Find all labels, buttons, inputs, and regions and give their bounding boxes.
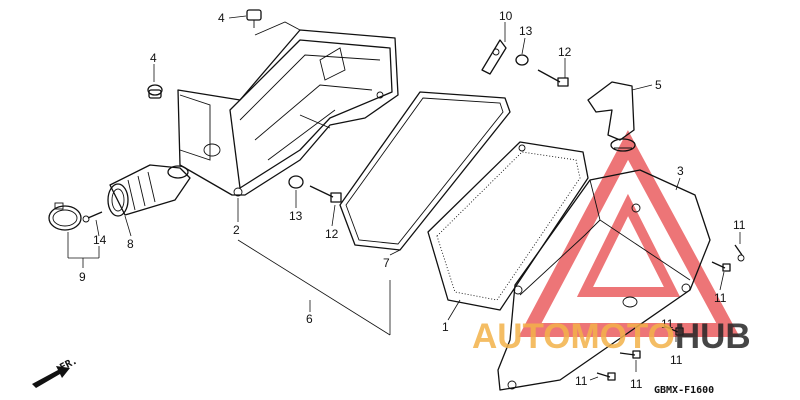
callout-1: 1 <box>442 320 449 334</box>
callout-11-c: 11 <box>670 353 683 367</box>
callout-11-d: 11 <box>630 377 643 391</box>
callout-14: 14 <box>93 233 107 247</box>
front-direction-arrow: FR. <box>32 355 79 388</box>
connecting-tube <box>107 164 191 217</box>
air-cleaner-case <box>177 21 399 197</box>
callout-5: 5 <box>655 78 662 92</box>
callout-11-e: 11 <box>575 374 588 388</box>
washer-13-lower <box>288 175 304 189</box>
callout-6: 6 <box>306 312 313 326</box>
leader-lines <box>67 15 741 381</box>
callout-11-a: 11 <box>733 218 746 232</box>
case-seal <box>339 91 511 251</box>
air-cleaner-cover <box>497 169 711 391</box>
callout-11-f: 11 <box>661 317 674 331</box>
bolt-4-left <box>147 84 163 99</box>
callout-9: 9 <box>79 270 86 284</box>
air-cleaner-element <box>427 141 589 311</box>
screw-14 <box>82 211 103 223</box>
callout-11-b: 11 <box>714 291 727 305</box>
callout-10: 10 <box>499 9 513 23</box>
callout-2: 2 <box>233 223 240 237</box>
bracket <box>481 39 507 75</box>
bolt-4-upper <box>246 9 262 28</box>
callout-12-lower: 12 <box>325 227 339 241</box>
drain-tube <box>587 81 636 152</box>
callout-4-left: 4 <box>150 51 157 65</box>
bolt-12-upper <box>537 69 569 87</box>
callout-13-lower: 13 <box>289 209 303 223</box>
callout-3: 3 <box>677 164 684 178</box>
callout-7: 7 <box>383 256 390 270</box>
direction-label: FR. <box>58 355 79 373</box>
bolt-12-lower <box>309 185 342 203</box>
watermark-triangle-logo <box>518 130 740 337</box>
callout-4-upper: 4 <box>218 11 225 25</box>
tube-band <box>48 202 82 231</box>
watermark-text-part2: HUB <box>675 317 751 356</box>
watermark-text: AUTOMOTOHUB <box>472 317 751 356</box>
callout-13-upper: 13 <box>519 24 533 38</box>
callout-12-upper: 12 <box>558 45 572 59</box>
washer-13-upper <box>515 54 529 66</box>
callout-8: 8 <box>127 237 134 251</box>
screw-11-set <box>596 244 745 381</box>
drawing-code: GBMX-F1600 <box>654 385 714 396</box>
watermark-text-part1: AUTOMOTO <box>472 317 675 356</box>
